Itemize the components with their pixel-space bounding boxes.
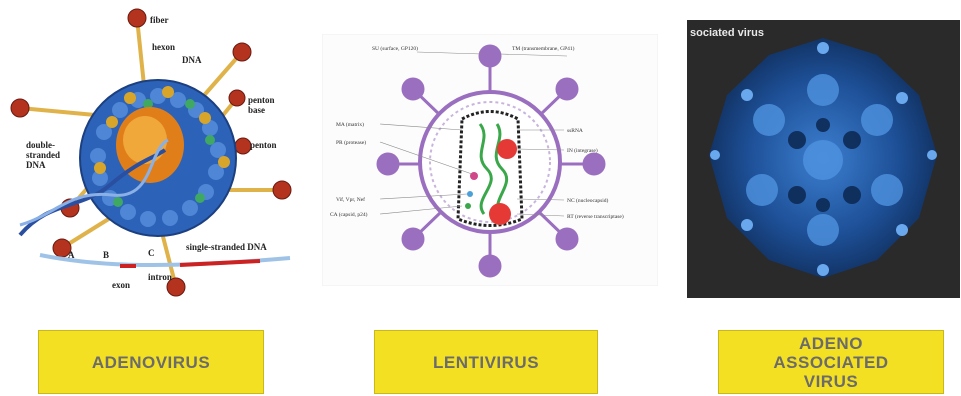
label-rt: RT (reverse transcriptase) <box>567 213 624 220</box>
label-ca: CA (capsid, p24) <box>330 211 368 218</box>
label-su: SU (surface, GP120) <box>372 45 418 52</box>
label-nc: NC (nucleocapsid) <box>567 197 609 204</box>
integrase-blob <box>497 139 517 159</box>
label-vif: Vif, Vpr, Nef <box>336 196 365 203</box>
label-b: B <box>103 250 109 260</box>
label-exon: exon <box>112 280 130 290</box>
label-dna: DNA <box>182 55 202 65</box>
label-ss-dna: single-stranded DNA <box>186 242 267 252</box>
adenovirus-title: ADENOVIRUS <box>92 353 210 372</box>
aav-label-box: ADENO ASSOCIATED VIRUS <box>718 330 944 394</box>
aav-title-line2: ASSOCIATED <box>773 353 888 372</box>
label-c: C <box>148 248 155 258</box>
label-penton-base-2: base <box>248 105 265 115</box>
aav-title-line1: ADENO <box>799 334 863 353</box>
label-tm: TM (transmembrane, GP41) <box>512 45 575 52</box>
label-hexon: hexon <box>152 42 175 52</box>
label-penton-base-1: penton <box>248 95 275 105</box>
label-intron: intron <box>148 272 172 282</box>
aav-title: ADENO ASSOCIATED VIRUS <box>773 334 888 391</box>
lentivirus-diagram: SU (surface, GP120) TM (transmembrane, G… <box>322 34 658 286</box>
aav-title-line3: VIRUS <box>804 372 858 391</box>
adenovirus-diagram: fiber hexon DNA penton base penton doubl… <box>0 0 300 305</box>
aav-image <box>687 20 960 298</box>
reverse-transcriptase-blob <box>489 203 511 225</box>
label-pr: PR (protease) <box>336 139 366 146</box>
label-rna: ssRNA <box>567 128 583 134</box>
label-ds-dna-3: DNA <box>26 160 46 170</box>
label-ds-dna-1: double- <box>26 140 55 150</box>
lentivirus-title: LENTIVIRUS <box>433 353 539 372</box>
label-penton: penton <box>250 140 277 150</box>
label-ma: MA (matrix) <box>336 121 364 128</box>
label-fiber: fiber <box>150 15 169 25</box>
lentivirus-label-box: LENTIVIRUS <box>374 330 598 394</box>
label-a: A <box>68 250 75 260</box>
label-ds-dna-2: stranded <box>26 150 60 160</box>
label-in: IN (integrase) <box>567 147 598 154</box>
aav-image-caption: sociated virus <box>690 27 764 39</box>
adenovirus-label-box: ADENOVIRUS <box>38 330 264 394</box>
